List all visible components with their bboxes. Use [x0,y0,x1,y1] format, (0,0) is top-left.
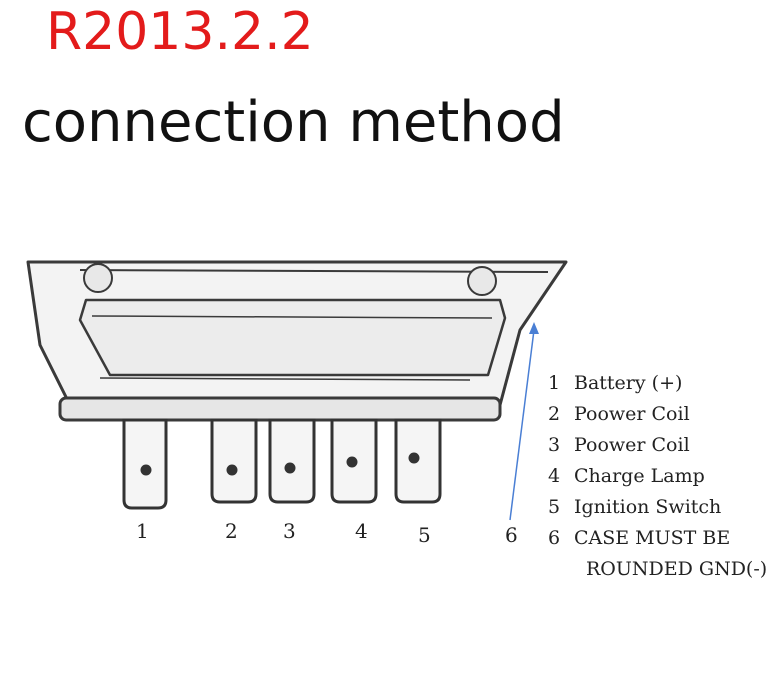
legend-text: Ignition Switch [574,496,722,518]
legend-number: 4 [548,465,561,487]
legend-number: 3 [548,434,561,456]
legend-item: 5 Ignition Switch [548,492,767,523]
legend-number: 2 [548,403,561,425]
regulator-body [26,260,568,422]
legend-number: 1 [548,372,561,394]
terminal-blade-2 [210,418,258,504]
legend-number: 5 [548,496,561,518]
terminal-number-6: 6 [505,523,518,547]
page-title: connection method [22,90,565,155]
terminal-number-3: 3 [283,519,296,543]
terminal-number-2: 2 [225,519,238,543]
legend-text: Battery (+) [574,372,683,394]
legend-item: 2 Poower Coil [548,399,767,430]
legend-text: Poower Coil [574,434,690,456]
terminal-blade-1 [122,418,168,510]
legend-item: 3 Poower Coil [548,430,767,461]
legend-item: 1 Battery (+) [548,368,767,399]
terminal-blade-4 [330,418,378,504]
legend-item: 6 CASE MUST BE [548,523,767,554]
ground-arrow [509,322,539,521]
model-code: R2013.2.2 [46,2,314,62]
legend-text: Charge Lamp [574,465,705,487]
legend-text: CASE MUST BE [574,527,731,549]
legend-item: 4 Charge Lamp [548,461,767,492]
terminal-number-4: 4 [355,519,368,543]
terminal-blades [122,418,442,510]
legend-text: Poower Coil [574,403,690,425]
terminal-number-5: 5 [418,523,431,547]
legend-continuation: ROUNDED GND(-) [586,558,768,580]
terminal-numbers: 1 2 3 4 5 6 [136,519,518,547]
terminal-number-1: 1 [136,519,149,543]
terminal-blade-5 [394,418,442,504]
terminal-blade-3 [268,418,316,504]
legend-number: 6 [548,527,561,549]
